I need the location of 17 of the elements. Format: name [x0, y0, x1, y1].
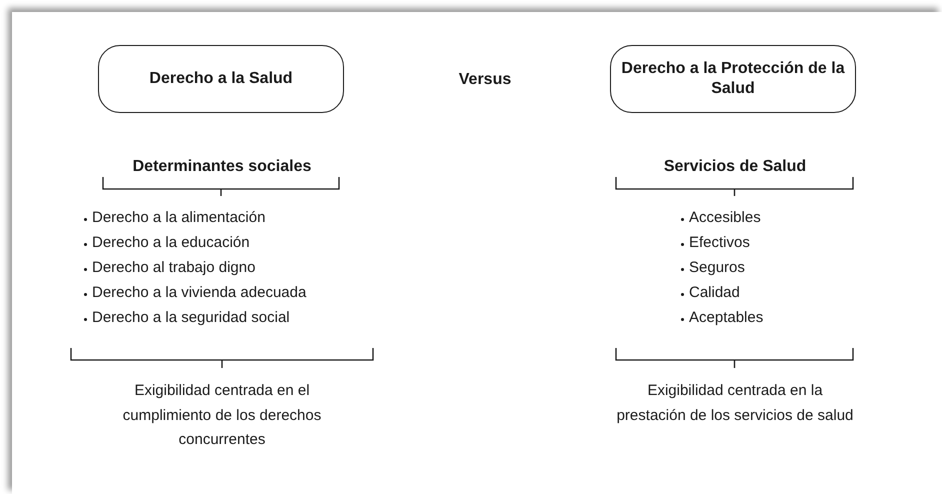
list-item: Derecho al trabajo digno [92, 258, 256, 278]
rounded-box: Derecho a la Salud [98, 45, 344, 113]
list-item: Aceptables [689, 308, 764, 328]
list-item: Seguros [689, 258, 745, 278]
list-item: Efectivos [689, 233, 750, 253]
section-heading: Determinantes sociales [132, 157, 312, 177]
rounded-box: Derecho a la Protección de la Salud [610, 45, 856, 113]
list-item: Derecho a la vivienda adecuada [92, 283, 306, 303]
summary-text: Exigibilidad centrada en el cumplimiento de los derechos concurrentes [122, 381, 322, 450]
list-item: Calidad [689, 283, 740, 303]
list-item: Accesibles [689, 208, 761, 228]
heading-text: Versus [458, 70, 512, 90]
summary-text: Exigibilidad centrada en la prestación de los servicios de salud [616, 381, 854, 426]
list-item: Derecho a la alimentación [92, 208, 266, 228]
list-item: Derecho a la educación [92, 233, 250, 253]
list-item: Derecho a la seguridad social [92, 308, 290, 328]
section-heading: Servicios de Salud [662, 157, 808, 177]
